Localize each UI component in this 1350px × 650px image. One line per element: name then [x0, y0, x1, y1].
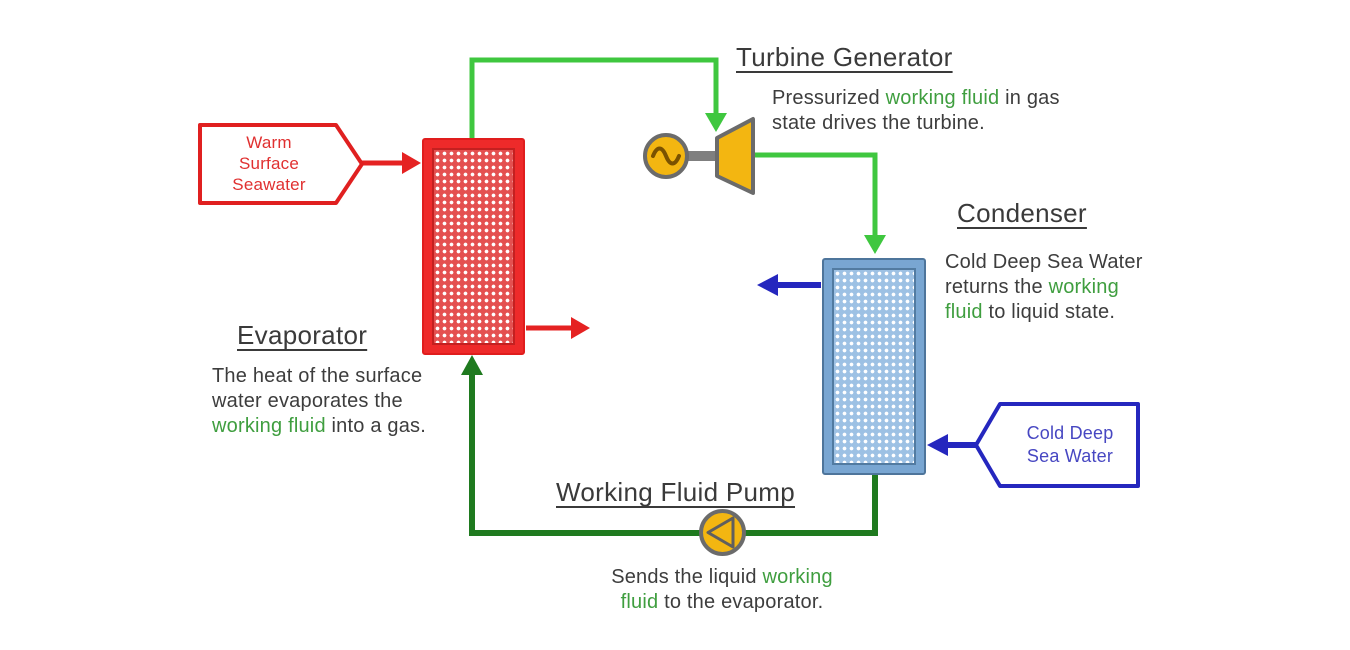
condenser-title: Condenser: [957, 198, 1087, 228]
warm-water-outlet-arrow-icon: [571, 317, 590, 339]
evaporator-tube-pattern: [432, 148, 515, 345]
cold-water-inlet-arrow-icon: [927, 434, 948, 456]
sine-wave-icon: [651, 146, 681, 166]
banner-line: Warm: [246, 133, 292, 152]
evaporator-title: Evaporator: [237, 320, 368, 350]
warm-water-inlet-arrow-icon: [402, 152, 421, 174]
liquid-arrow-into-evaporator-icon: [461, 355, 483, 375]
banner-line: Seawater: [232, 175, 306, 194]
turbine-generator-title: Turbine Generator: [736, 42, 953, 72]
working-fluid-pump-title: Working Fluid Pump: [556, 477, 796, 507]
pump-impeller-icon: [706, 516, 735, 549]
turbine-shaft: [684, 151, 718, 161]
condenser-heat-exchanger: [822, 258, 926, 475]
turbine-generator-description: Pressurized working fluid in gas state d…: [772, 87, 1060, 134]
working-fluid-pump-description: Sends the liquid working fluid to the ev…: [611, 566, 833, 613]
banner-line: Sea Water: [1026, 446, 1114, 466]
condenser-tube-pattern: [832, 268, 916, 465]
gas-arrow-into-condenser-icon: [864, 235, 886, 254]
gas-line-evaporator-to-turbine: [469, 57, 719, 140]
evaporator-heat-exchanger: [422, 138, 525, 355]
turbine-cone-icon: [715, 117, 755, 195]
cold-seawater-banner-shape: [974, 402, 1140, 488]
evaporator-description: The heat of the surface water evaporates…: [212, 365, 427, 437]
cold-water-outlet-arrow-icon: [757, 274, 778, 296]
pump-icon: [699, 509, 746, 556]
liquid-line-condenser-to-evaporator: [469, 373, 878, 536]
cold-seawater-banner-label: Cold Deep Sea Water: [1000, 422, 1140, 468]
condenser-description: Cold Deep Sea Water returns the working …: [945, 251, 1143, 323]
generator-icon: [643, 133, 689, 179]
banner-line: Cold Deep: [1026, 423, 1114, 443]
warm-seawater-banner-shape: [198, 123, 364, 205]
gas-line-turbine-to-condenser: [750, 152, 878, 237]
banner-line: Surface: [239, 154, 299, 173]
warm-seawater-banner-label: Warm Surface Seawater: [205, 132, 333, 195]
gas-arrow-into-turbine-icon: [705, 113, 727, 132]
